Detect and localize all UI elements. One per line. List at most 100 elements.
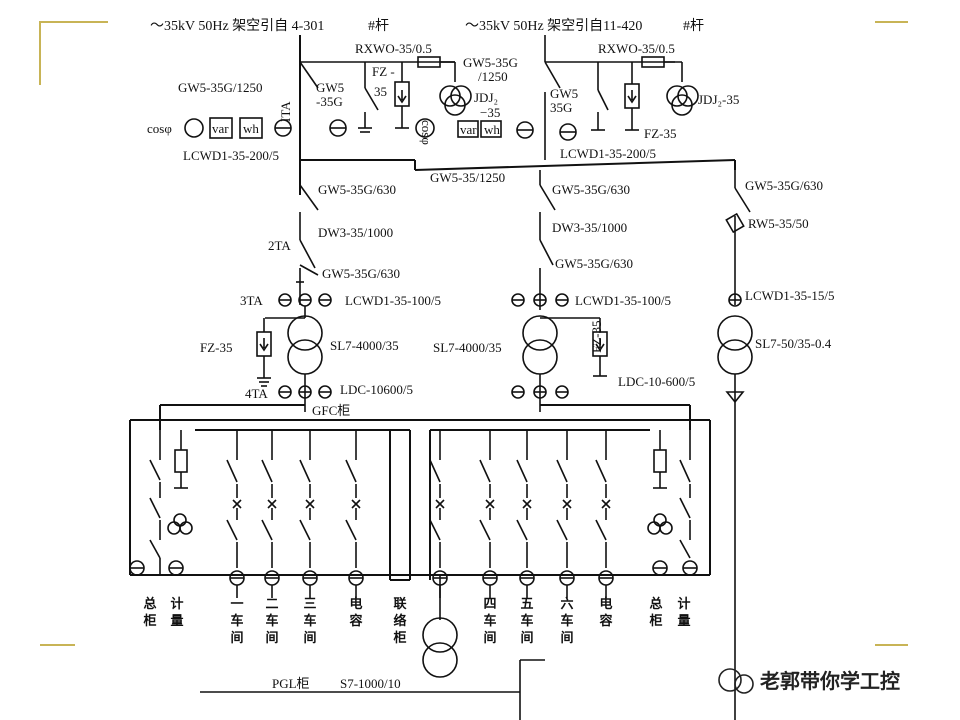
feeder-wire: [479, 519, 491, 541]
lcwd15-r: LCWD1-35-15/5: [745, 288, 835, 303]
dw3-l: DW3-35/1000: [318, 225, 393, 240]
left-transformer-leg: [256, 170, 332, 412]
var-mid: var: [460, 122, 477, 137]
lcwd100-m: LCWD1-35-100/5: [575, 293, 671, 308]
feeder-label-char: 间: [265, 630, 278, 646]
gw5-r-a: GW5: [550, 86, 578, 101]
ta3: 3TA: [240, 293, 263, 308]
gw630-r1: GW5-35G/630: [745, 178, 823, 193]
feeder-label-char: 容: [598, 613, 612, 629]
lcwd100-l: LCWD1-35-100/5: [345, 293, 441, 308]
right-supply-suffix: #杆: [683, 18, 704, 34]
feeder-wire: [595, 459, 607, 483]
ita-label: ITA: [278, 101, 293, 122]
rxwo-right: RXWO-35/0.5: [598, 41, 675, 56]
gw5-r-b: 35G: [550, 100, 572, 115]
rw5: RW5-35/50: [748, 216, 809, 231]
feeder-label-char: 三: [303, 597, 316, 612]
feeder-wire: [679, 459, 691, 483]
feeder-wire: [261, 519, 273, 541]
cos-mid: cosφ: [419, 120, 434, 145]
feeder-label-char: 柜: [392, 630, 406, 646]
right-supply-label: ～35kV 50Hz 架空引自11-420: [465, 18, 642, 34]
cos-left: cosφ: [147, 121, 172, 136]
slide-frame: [39, 21, 908, 646]
wh-mid: wh: [484, 122, 500, 137]
feeder-label-char: 四: [483, 597, 496, 612]
feeder-label-char: 间: [230, 630, 243, 646]
feeder-label-char: 量: [170, 614, 183, 629]
feeder-label-char: 车: [483, 613, 496, 629]
feeder-wire: [226, 519, 238, 541]
feeder-wire: [595, 519, 607, 541]
feeder-label-char: 车: [560, 613, 573, 629]
gw5-b: -35G: [316, 94, 343, 109]
feeder-wire: [261, 459, 273, 483]
arrester-symbol: [653, 449, 667, 473]
feeder-wire: [679, 539, 691, 559]
left-supply-label: ～35kV 50Hz 架空引自 4-301: [150, 18, 324, 34]
feeder-label-char: 间: [483, 630, 496, 646]
feeder-switches: [129, 430, 698, 598]
right-incoming-line: [414, 35, 736, 171]
feeder-label-char: 六: [560, 596, 573, 612]
gw630-m2: GW5-35G/630: [555, 256, 633, 271]
gfc-label: GFC柜: [312, 403, 350, 418]
feeder-wire: [351, 499, 361, 509]
sl7-l: SL7-4000/35: [330, 338, 399, 353]
sl7-r: SL7-50/35-0.4: [755, 336, 832, 351]
feeder-label-char: 二: [265, 597, 278, 612]
watermark: 老郭带你学工控: [718, 668, 900, 694]
feeder-label-char: 车: [265, 613, 278, 629]
feeder-wire: [299, 459, 311, 483]
fz-a: FZ -: [372, 64, 395, 79]
dw3-m: DW3-35/1000: [552, 220, 627, 235]
feeder-label-char: 间: [560, 630, 573, 646]
gw1250-mid: GW5-35/1250: [430, 170, 505, 185]
feeder-label-char: 总: [143, 596, 156, 612]
feeder-label-char: 一: [230, 597, 243, 612]
sl7-m: SL7-4000/35: [433, 340, 502, 355]
jdj-left-b: −35: [480, 105, 500, 120]
jdj-left-a: JDJ₂: [474, 90, 498, 105]
ct-symbol: [647, 521, 661, 535]
feeder-label-char: 车: [520, 613, 533, 629]
left-incoming-line: [184, 35, 534, 195]
feeder-wire: [485, 499, 495, 509]
s7-label: S7-1000/10: [340, 676, 401, 691]
ct-symbol: [659, 521, 673, 535]
feeder-wire: [429, 519, 441, 541]
gw-right-top-b: /1250: [478, 69, 508, 84]
feeder-label-char: 络: [393, 613, 406, 629]
feeder-label-char: 柜: [142, 613, 156, 629]
gw-right-top-a: GW5-35G: [463, 55, 518, 70]
pgl-label: PGL柜: [272, 676, 310, 691]
feeder-label-char: 计: [677, 596, 690, 612]
feeder-label-char: 间: [520, 630, 533, 646]
fz-b: 35: [374, 84, 387, 99]
feeder-wire: [556, 519, 568, 541]
feeder-wire: [516, 519, 528, 541]
gw630-l2: GW5-35G/630: [322, 266, 400, 281]
ct-symbol: [653, 513, 667, 527]
gw-left-top: GW5-35G/1250: [178, 80, 263, 95]
feeder-label-char: 量: [677, 614, 690, 629]
diagram-labels: ～35kV 50Hz 架空引自 4-301 #杆 ～35kV 50Hz 架空引自…: [147, 18, 835, 691]
ta4: 4TA: [245, 386, 268, 401]
lcwd-right: LCWD1-35-200/5: [560, 146, 656, 161]
feeder-label-char: 柜: [648, 613, 662, 629]
right-transformer-leg: [717, 170, 753, 720]
feeder-wire: [429, 459, 441, 483]
pgl-transformer: [200, 575, 545, 720]
feeder-wire: [305, 499, 315, 509]
feeder-wire: [299, 519, 311, 541]
ldc-l: LDC-10600/5: [340, 382, 413, 397]
feeder-wire: [479, 459, 491, 483]
feeder-label-char: 车: [303, 613, 316, 629]
gw5-a: GW5: [316, 80, 344, 95]
middle-transformer-leg: [511, 170, 608, 412]
wechat-icon: [718, 668, 742, 692]
feeder-cabinets: [129, 404, 711, 581]
jdj-right: JDJ₂-35: [698, 92, 739, 107]
feeder-label-char: 计: [170, 596, 183, 612]
